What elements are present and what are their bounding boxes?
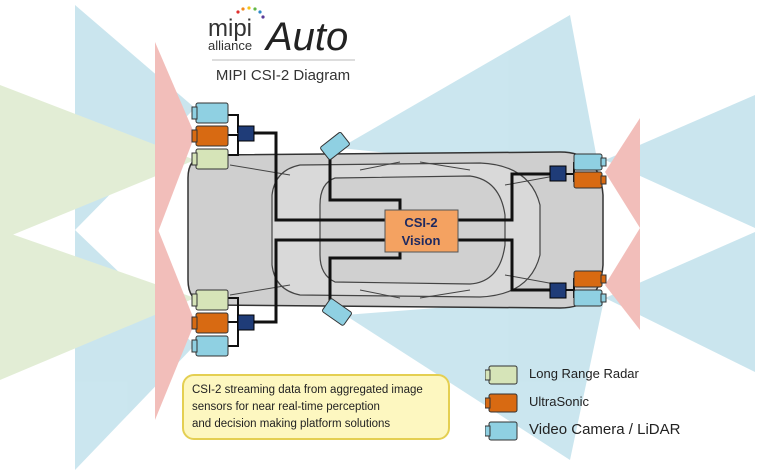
camera-rear-left-top <box>195 102 229 124</box>
wire-rear-bottom <box>254 238 385 324</box>
radar-swatch-icon <box>484 365 518 385</box>
car-hood-lines <box>229 161 561 299</box>
radar-fov-left-bottom <box>0 230 195 380</box>
mirror-cameras <box>320 131 352 326</box>
ultrasonic-fov-front-bottom <box>605 228 640 330</box>
aggregator-front-top <box>549 165 567 182</box>
aggregator-rear-top <box>237 125 255 142</box>
legend-label-ultrasonic: UltraSonic <box>529 394 589 409</box>
note-line-2: sensors for near real-time perception <box>192 401 380 413</box>
csi2-vision-line2: Vision <box>402 233 441 248</box>
csi2-vision-box: CSI-2 Vision <box>384 209 459 253</box>
camera-swatch-icon <box>484 421 518 441</box>
camera-fov-front-top <box>605 95 755 228</box>
aggregators <box>237 125 567 331</box>
csi2-vision-rect <box>384 209 459 253</box>
description-note: CSI-2 streaming data from aggregated ima… <box>182 374 450 440</box>
front-sensors <box>573 153 607 307</box>
ultrasonic-fov-front-top <box>605 118 640 228</box>
note-line-1: CSI-2 streaming data from aggregated ima… <box>192 384 423 396</box>
radar-fov-left-top <box>0 85 195 240</box>
ultrasonic-front-top <box>573 171 603 189</box>
camera-fov-mirror-bottom <box>345 295 605 460</box>
logo-mipi-text: mipi <box>208 15 252 42</box>
aggregator-front-bottom <box>549 282 567 299</box>
radar-rear-left-bottom <box>195 289 229 311</box>
note-line-3: and decision making platform solutions <box>192 418 391 430</box>
field-of-view-cones <box>0 5 755 470</box>
rear-sensors <box>191 102 229 357</box>
camera-rear-left-bottom <box>195 335 229 357</box>
logo-dots <box>236 6 265 19</box>
wire-front-top <box>458 172 550 222</box>
camera-front-top <box>573 153 603 171</box>
legend-item-radar: Long Range Radar <box>484 364 725 386</box>
logo-alliance-text: alliance <box>208 38 252 53</box>
ultrasonic-fov-left-top <box>155 42 195 240</box>
ultrasonic-rear-left-top <box>195 125 229 147</box>
ultrasonic-front-bottom <box>573 270 603 288</box>
diagram-title: MIPI CSI-2 Diagram <box>216 67 350 84</box>
csi2-vision-line1: CSI-2 <box>404 215 437 230</box>
camera-front-bottom <box>573 289 603 307</box>
wire-front-bottom <box>458 238 550 292</box>
legend-label-camera: Video Camera / LiDAR <box>529 421 681 438</box>
ultrasonic-fov-left-bottom <box>155 222 195 420</box>
mipi-auto-logo: mipi alliance Auto <box>208 6 348 59</box>
camera-fov-mirror-top <box>340 15 600 175</box>
legend-item-camera: Video Camera / LiDAR <box>484 420 725 442</box>
radar-rear-left-top <box>195 148 229 170</box>
logo-auto-text: Auto <box>264 15 348 59</box>
camera-mirror-bottom <box>322 298 352 326</box>
wire-rear-top <box>254 131 385 222</box>
camera-fov-front-bottom <box>605 232 755 372</box>
ultrasonic-swatch-icon <box>484 393 518 413</box>
aggregator-rear-bottom <box>237 314 255 331</box>
camera-mirror-top <box>320 131 350 161</box>
legend-label-radar: Long Range Radar <box>529 366 639 381</box>
ultrasonic-rear-left-bottom <box>195 312 229 334</box>
legend-item-ultrasonic: UltraSonic <box>484 392 725 414</box>
